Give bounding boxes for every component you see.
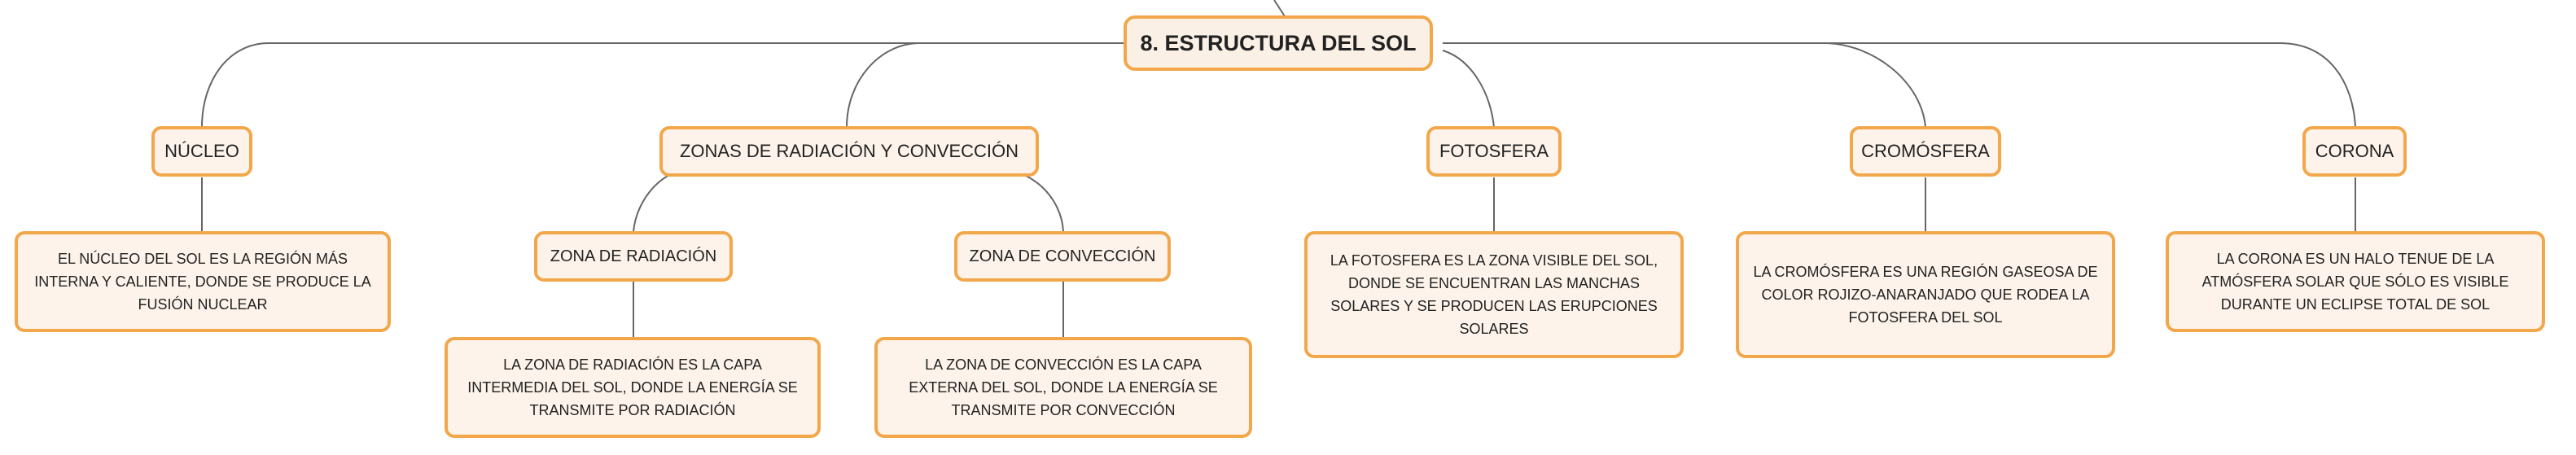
topic-cromosfera[interactable]: CROMÓSFERA [1850, 126, 2001, 177]
topic-corona-title: CORONA [2315, 141, 2394, 161]
topic-zonas[interactable]: ZONAS DE RADIACIÓN Y CONVECCIÓN [659, 126, 1039, 177]
connector-root-zonas [846, 42, 1133, 128]
topic-zonas-title: ZONAS DE RADIACIÓN Y CONVECCIÓN [679, 141, 1019, 161]
cromosfera-description-text: LA CROMÓSFERA ES UNA REGIÓN GASEOSA DE C… [1753, 264, 2098, 326]
topic-cromosfera-title: CROMÓSFERA [1861, 141, 1990, 161]
nucleo-description[interactable]: EL NÚCLEO DEL SOL ES LA REGIÓN MÁS INTER… [15, 231, 391, 332]
connector-root-fotosfera [1442, 50, 1495, 128]
subtopic-radiacion[interactable]: ZONA DE RADIACIÓN [534, 231, 733, 282]
connector-root-nucleo [201, 42, 1133, 128]
conveccion-description[interactable]: LA ZONA DE CONVECCIÓN ES LA CAPA EXTERNA… [874, 337, 1252, 438]
subtopic-radiacion-title: ZONA DE RADIACIÓN [550, 247, 717, 265]
topic-fotosfera-title: FOTOSFERA [1439, 141, 1549, 161]
topic-nucleo-title: NÚCLEO [164, 141, 239, 161]
root-title: 8. ESTRUCTURA DEL SOL [1140, 30, 1417, 55]
corona-description-text: LA CORONA ES UN HALO TENUE DE LA ATMÓSFE… [2201, 251, 2509, 313]
subtopic-conveccion[interactable]: ZONA DE CONVECCIÓN [954, 231, 1171, 282]
connector-parent-root [1273, 0, 1286, 17]
connector-zonas-conveccion [1023, 174, 1064, 233]
topic-fotosfera[interactable]: FOTOSFERA [1426, 126, 1562, 177]
root-node[interactable]: 8. ESTRUCTURA DEL SOL [1124, 15, 1433, 71]
fotosfera-description-text: LA FOTOSFERA ES LA ZONA VISIBLE DEL SOL,… [1330, 252, 1658, 337]
connector-root-cromosfera [1443, 42, 1926, 128]
conveccion-description-text: LA ZONA DE CONVECCIÓN ES LA CAPA EXTERNA… [909, 357, 1218, 418]
subtopic-conveccion-title: ZONA DE CONVECCIÓN [969, 247, 1156, 265]
topic-nucleo[interactable]: NÚCLEO [151, 126, 252, 177]
corona-description[interactable]: LA CORONA ES UN HALO TENUE DE LA ATMÓSFE… [2166, 231, 2545, 332]
nucleo-description-text: EL NÚCLEO DEL SOL ES LA REGIÓN MÁS INTER… [34, 251, 371, 313]
connector-root-corona [1443, 42, 2356, 128]
cromosfera-description[interactable]: LA CROMÓSFERA ES UNA REGIÓN GASEOSA DE C… [1736, 231, 2115, 358]
topic-corona[interactable]: CORONA [2302, 126, 2407, 177]
connector-zonas-radiacion [633, 174, 670, 233]
radiacion-description-text: LA ZONA DE RADIACIÓN ES LA CAPA INTERMED… [467, 357, 798, 418]
radiacion-description[interactable]: LA ZONA DE RADIACIÓN ES LA CAPA INTERMED… [445, 337, 821, 438]
fotosfera-description[interactable]: LA FOTOSFERA ES LA ZONA VISIBLE DEL SOL,… [1304, 231, 1684, 358]
